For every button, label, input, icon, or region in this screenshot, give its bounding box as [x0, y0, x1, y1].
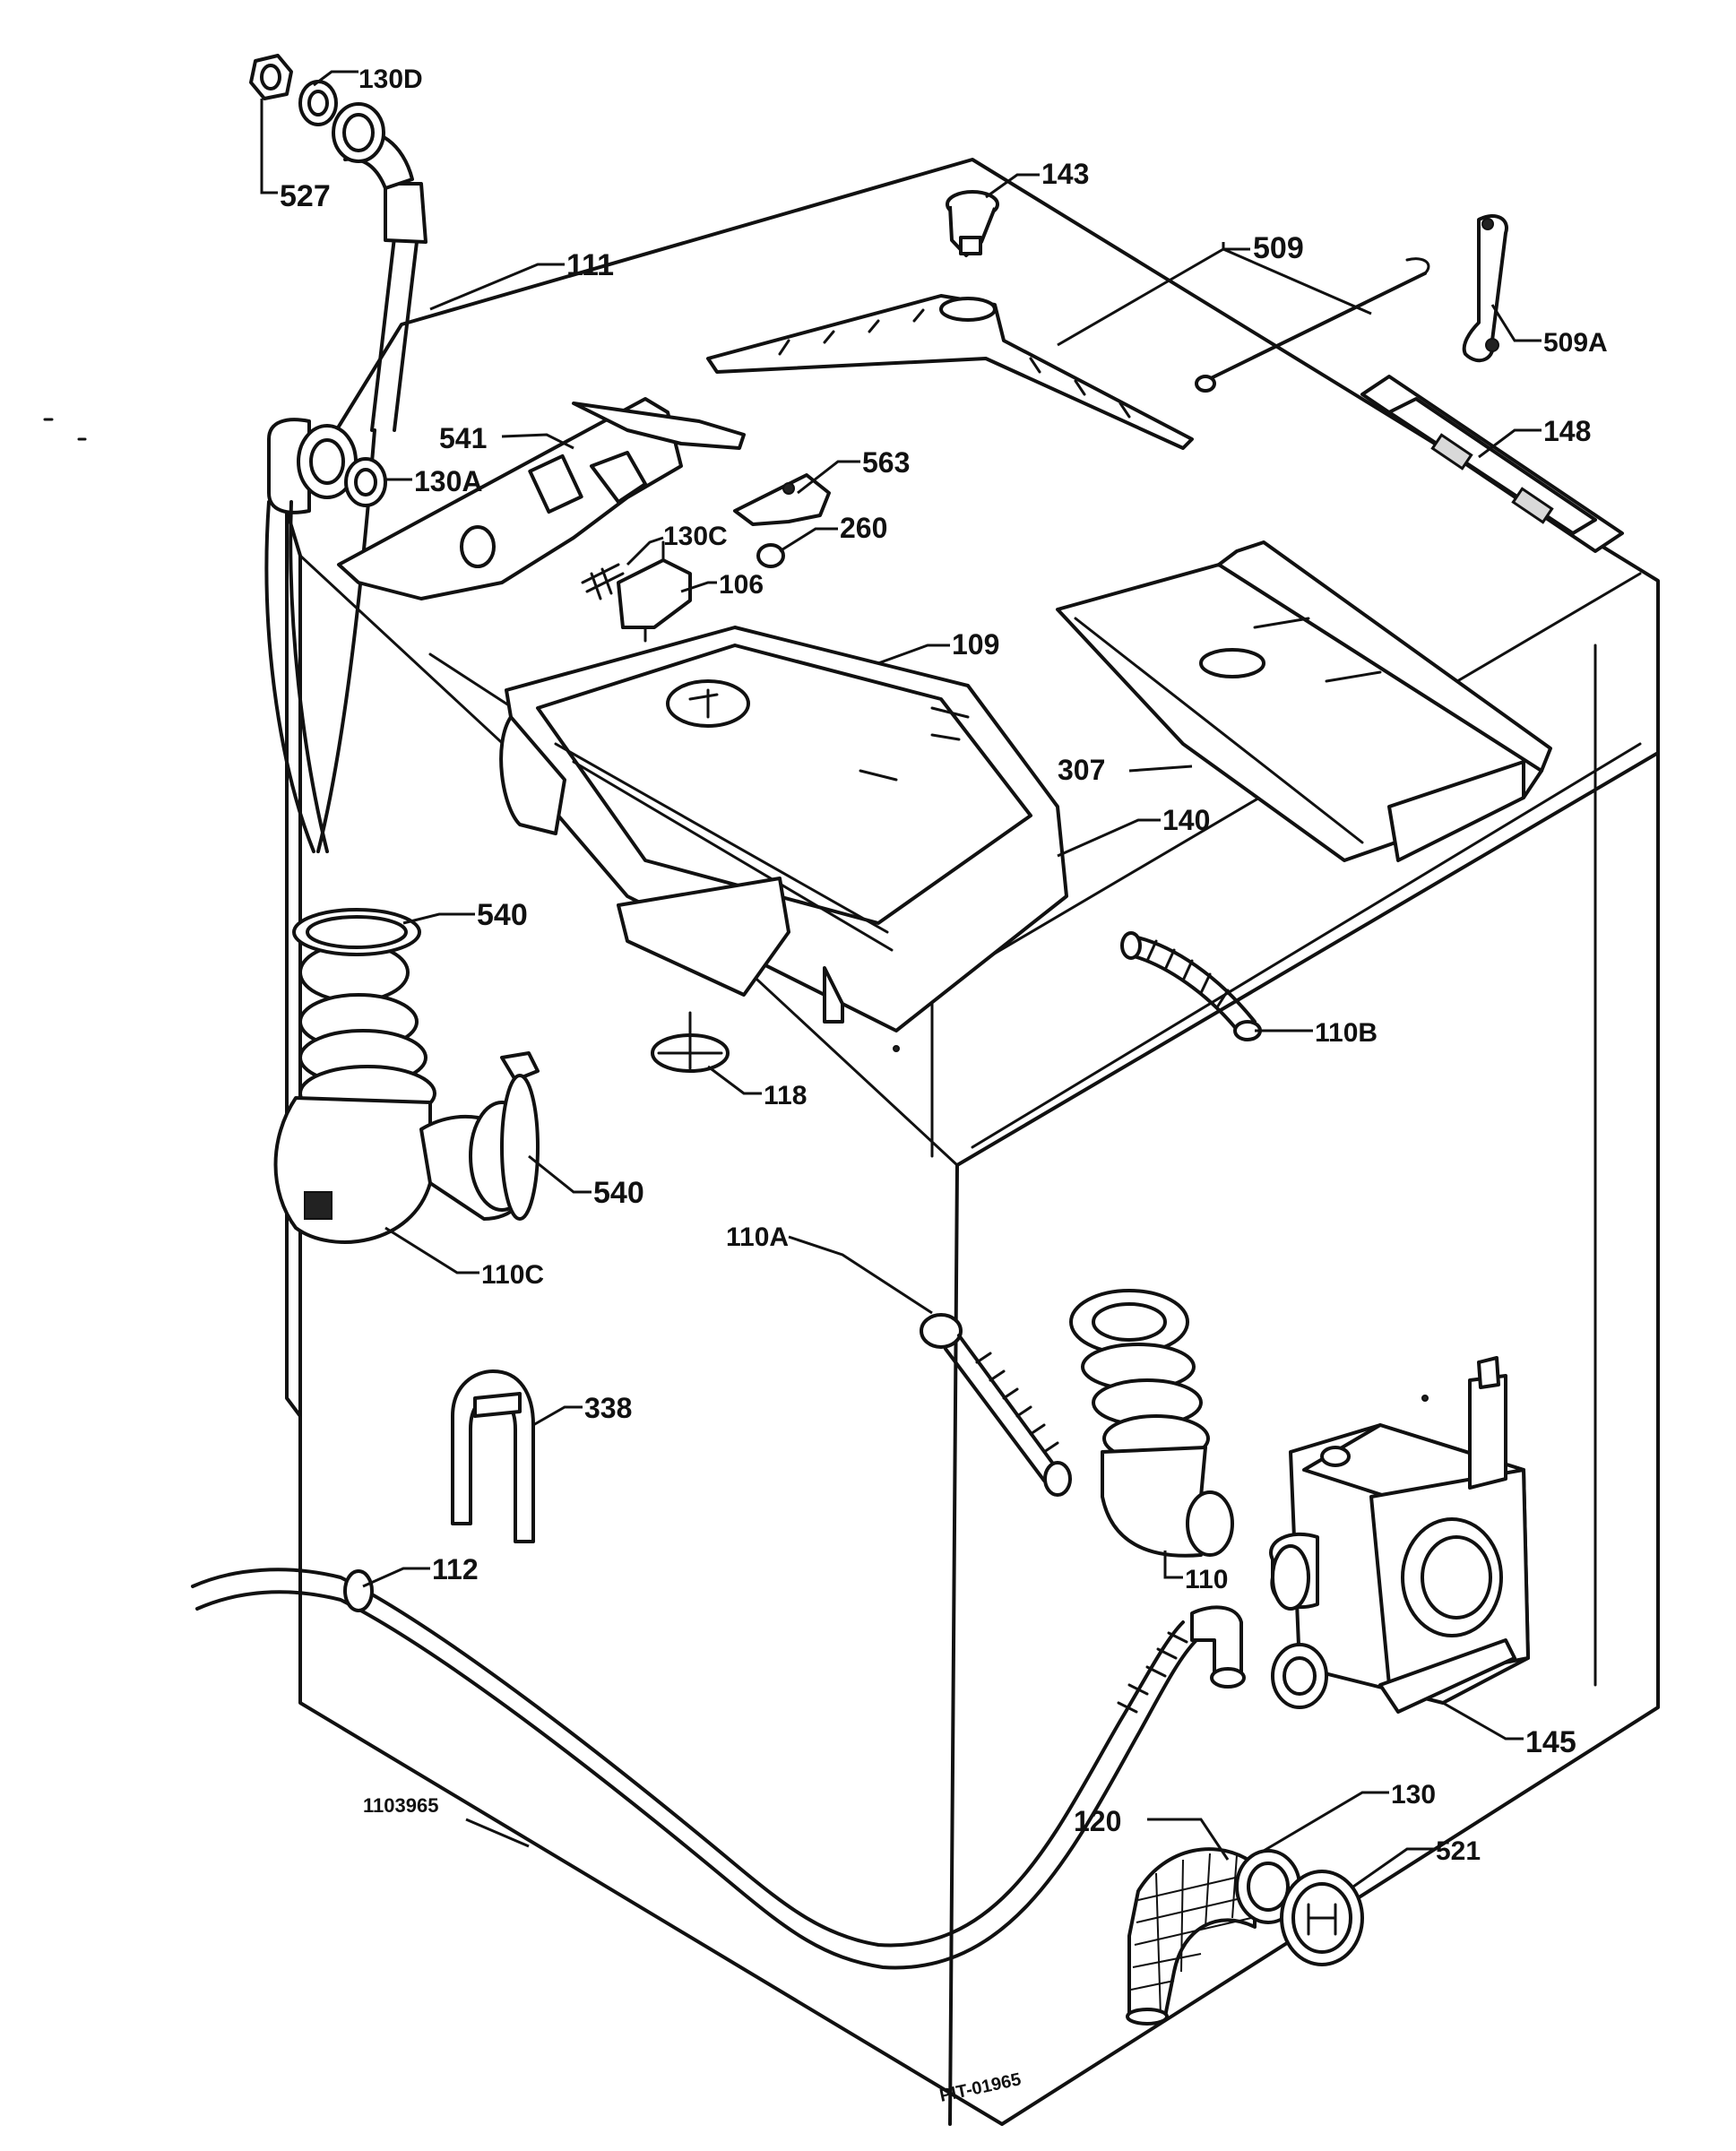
callout-110b: 110B [1315, 1018, 1378, 1048]
callout-260: 260 [840, 512, 887, 544]
lever-563 [733, 473, 831, 526]
callout-130: 130 [1391, 1780, 1436, 1810]
leader-lines [260, 70, 1542, 1888]
drain-hose-112 [191, 1568, 1198, 1970]
callout-118: 118 [764, 1081, 807, 1110]
dispenser-housing-109 [499, 626, 1068, 1032]
cover-148 [1360, 375, 1624, 553]
callout-112: 112 [432, 1553, 479, 1585]
washer-130a [344, 457, 387, 507]
inlet-hose-111 [264, 102, 428, 853]
stray-marks [43, 418, 1429, 1402]
spring-260 [756, 543, 785, 568]
ring-540-top [292, 908, 421, 956]
callout-110: 110 [1185, 1565, 1228, 1594]
callout-110a: 110A [726, 1222, 789, 1252]
arm-509 [706, 294, 1194, 450]
link-509a [1462, 214, 1508, 363]
callout-110c: 110C [481, 1260, 544, 1290]
elbow-fitting [1190, 1605, 1246, 1689]
nut-527 [249, 54, 293, 100]
sump-hose-110 [1069, 1289, 1234, 1558]
callout-109: 109 [952, 628, 999, 661]
bellows-110c [273, 942, 535, 1244]
spring-130c [581, 563, 625, 600]
callout-541: 541 [439, 422, 487, 454]
callout-540-top: 540 [477, 898, 528, 932]
callout-120: 120 [1074, 1805, 1121, 1837]
knob-143 [946, 190, 999, 257]
valve-118 [651, 1011, 730, 1073]
callout-111: 111 [566, 248, 614, 282]
callout-143: 143 [1041, 158, 1089, 190]
callout-148: 148 [1543, 415, 1591, 447]
callout-labels: 130D 527 111 143 509 509A 148 541 130A 5… [280, 65, 1608, 1866]
hook-338 [451, 1369, 535, 1543]
callout-130a: 130A [414, 465, 483, 497]
callout-106: 106 [719, 570, 764, 600]
washer-130d [298, 80, 338, 126]
callout-130c: 130C [663, 522, 728, 551]
cap-521 [1280, 1870, 1364, 1966]
hose-110b [1120, 931, 1262, 1041]
pipe-110a [920, 1313, 1072, 1497]
callout-140: 140 [1162, 804, 1210, 836]
rod-509 [1195, 257, 1430, 393]
drawing-number: 1103965 [363, 1794, 438, 1817]
callout-130d: 130D [358, 65, 423, 94]
clamp-540-low [500, 1051, 540, 1221]
callout-509a: 509A [1543, 328, 1608, 358]
callout-563: 563 [862, 446, 910, 479]
callout-509: 509 [1253, 231, 1304, 265]
callout-145: 145 [1525, 1725, 1576, 1759]
callout-540-low: 540 [593, 1176, 644, 1210]
valve-bracket-541 [337, 397, 746, 600]
pump-145 [1269, 1356, 1530, 1714]
drawer-307 [1056, 540, 1552, 862]
callout-338: 338 [584, 1392, 632, 1424]
filter-120 [1126, 1847, 1257, 2026]
callout-307: 307 [1058, 754, 1105, 786]
callout-527: 527 [280, 179, 331, 213]
callout-521: 521 [1436, 1836, 1481, 1866]
switch-106 [617, 540, 692, 643]
